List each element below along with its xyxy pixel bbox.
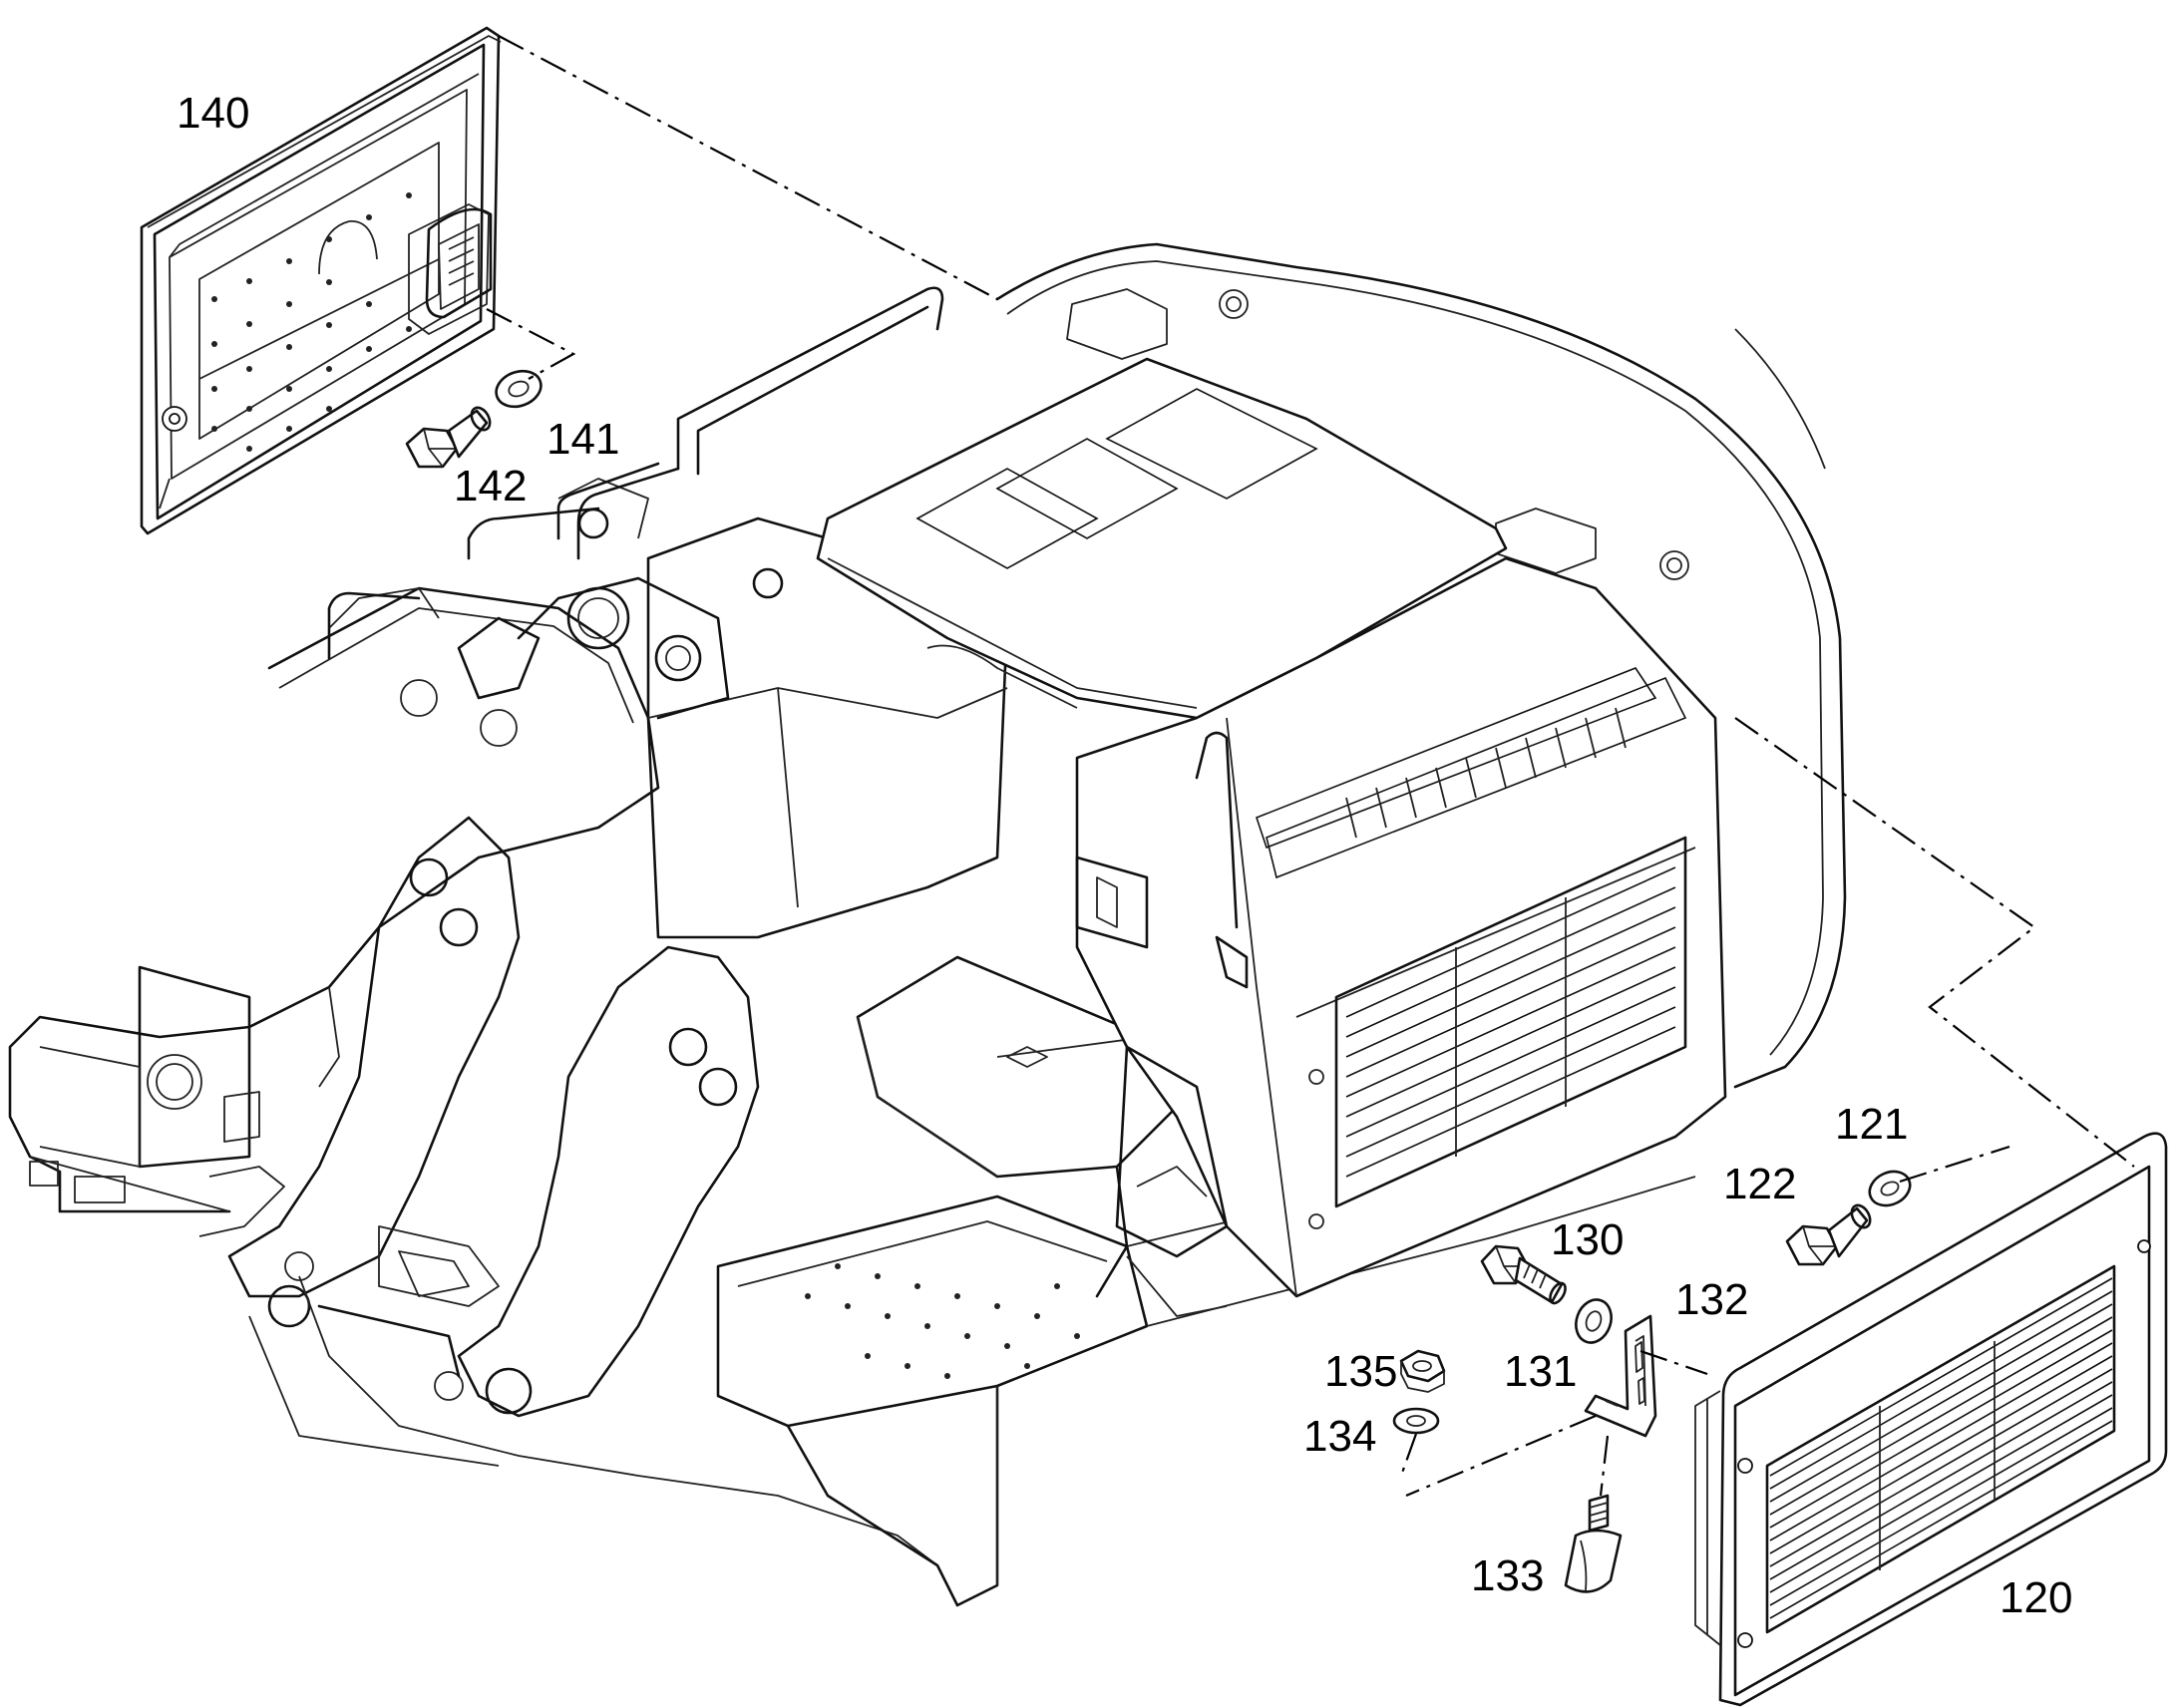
part-120-grille-panel <box>1694 1132 2168 1707</box>
callout-131: 131 <box>1504 1347 1577 1396</box>
callout-133: 133 <box>1471 1551 1544 1600</box>
part-140-side-door <box>140 26 502 535</box>
part-133-rubber-bumper <box>1564 1494 1623 1593</box>
callout-120: 120 <box>1999 1573 2072 1622</box>
callout-122: 122 <box>1723 1160 1796 1208</box>
callout-142: 142 <box>454 462 527 511</box>
radiator-grille <box>1334 836 1687 1208</box>
callout-134: 134 <box>1303 1412 1376 1461</box>
part-122-bolt <box>1785 1203 1872 1266</box>
part-142-bolt <box>405 406 492 469</box>
part-134-washer <box>1392 1407 1440 1435</box>
part-121-washer <box>1868 1170 1912 1207</box>
callout-140: 140 <box>177 89 249 138</box>
part-131-washer <box>1575 1298 1613 1344</box>
part-141-washer <box>495 369 543 409</box>
callout-121: 121 <box>1835 1100 1908 1149</box>
alignment-leader-lines <box>486 35 2135 1498</box>
callout-130: 130 <box>1551 1215 1624 1264</box>
part-130-bolt <box>1480 1244 1567 1305</box>
callout-132: 132 <box>1675 1275 1748 1324</box>
callout-labels: 140 141 142 121 122 130 132 135 131 134 … <box>177 89 2072 1622</box>
callout-135: 135 <box>1324 1347 1397 1396</box>
callout-141: 141 <box>546 415 619 464</box>
part-132-bracket <box>1584 1314 1657 1438</box>
part-135-nut <box>1399 1349 1446 1393</box>
machine-upper-frame <box>8 242 1847 1607</box>
